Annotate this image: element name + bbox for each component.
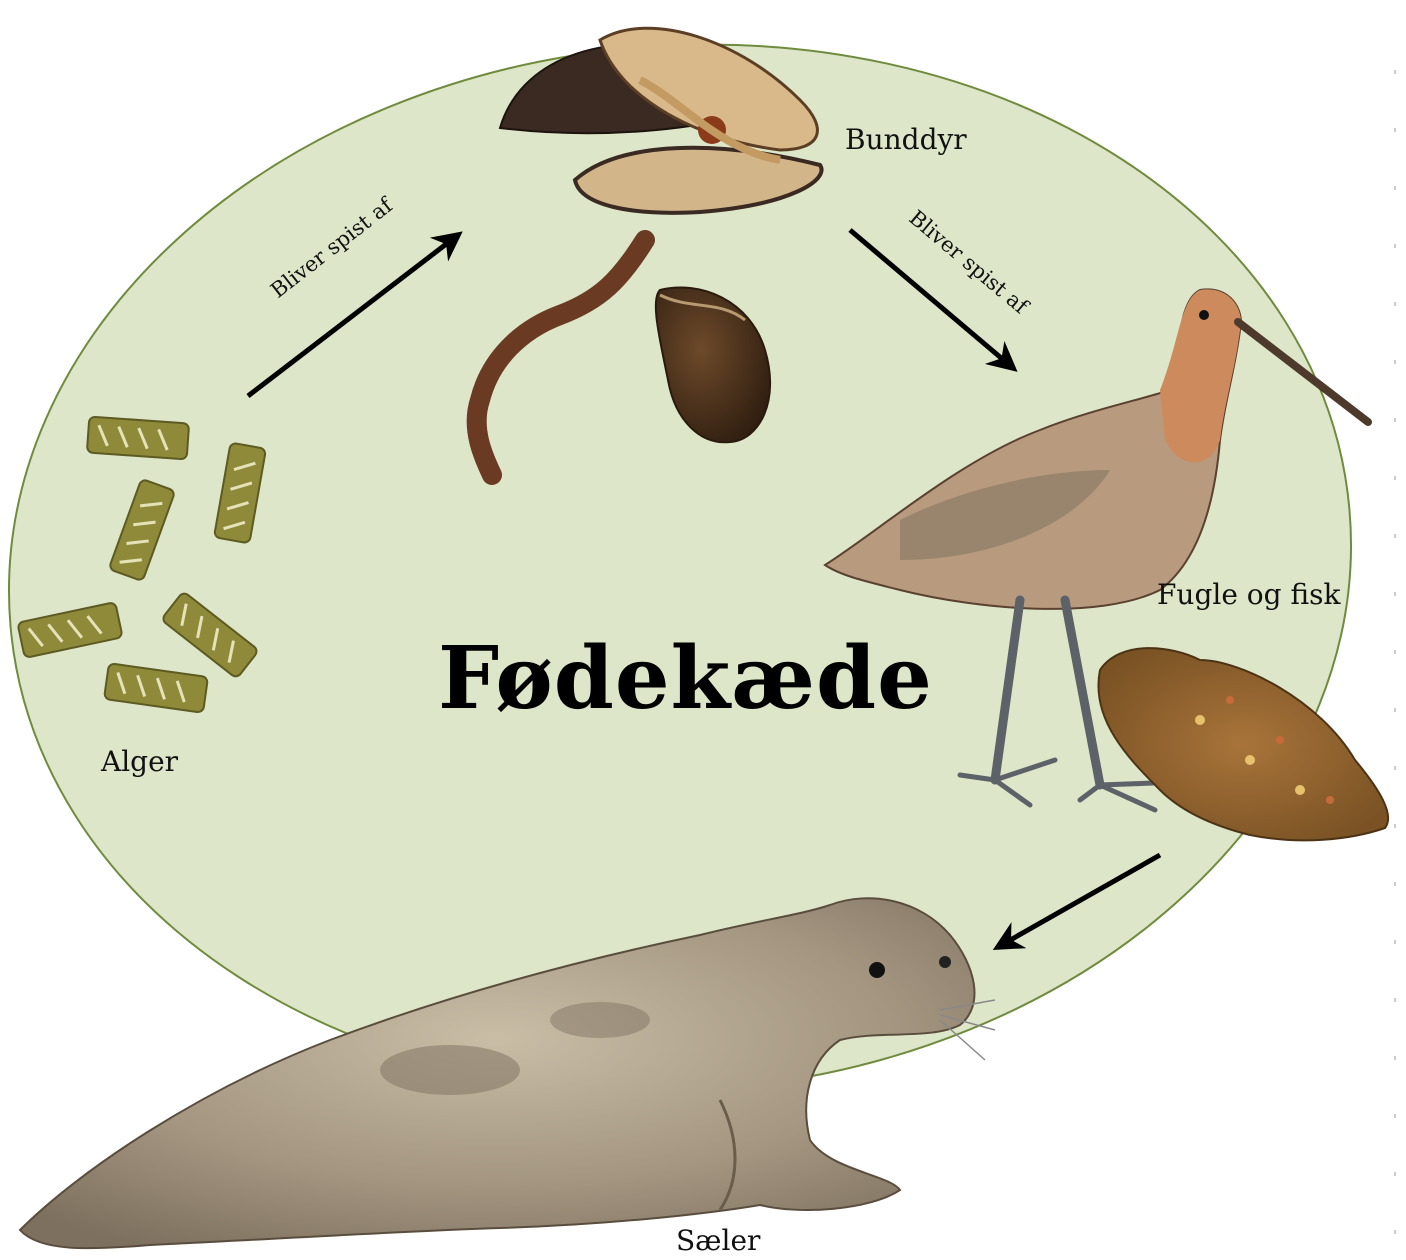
label-fugle-og-fisk: Fugle og fisk <box>1157 578 1341 611</box>
page-edge-dashes <box>1392 70 1398 1250</box>
label-saeler: Sæler <box>676 1224 760 1257</box>
label-alger: Alger <box>101 745 178 778</box>
diagram-title: Fødekæde <box>438 628 933 729</box>
label-bunddyr: Bunddyr <box>845 123 967 156</box>
